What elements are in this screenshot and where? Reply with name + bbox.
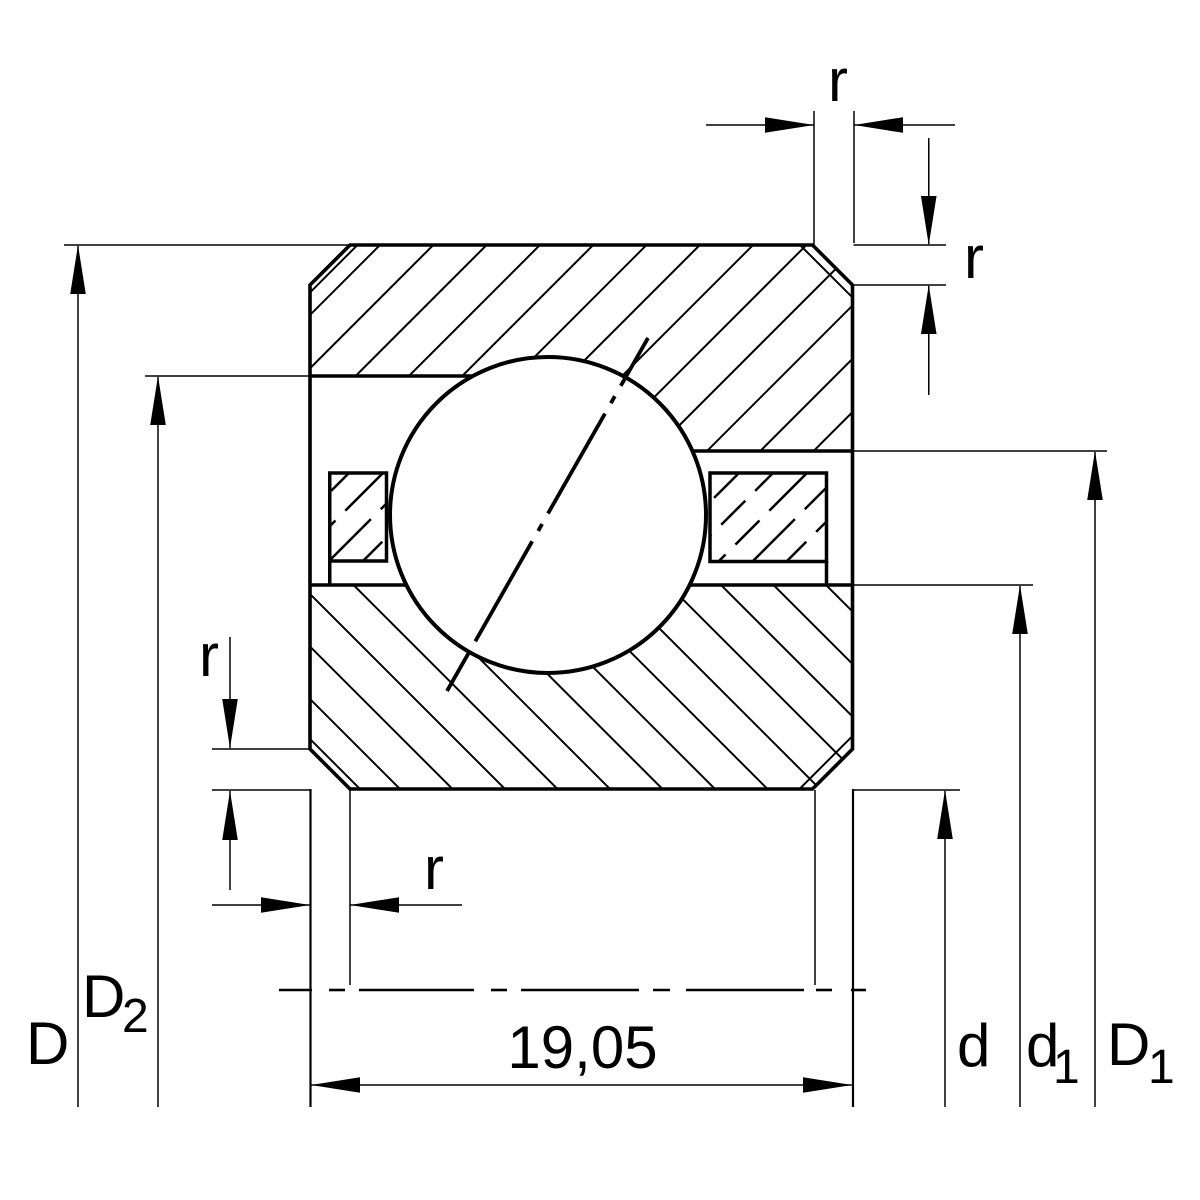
svg-text:d: d bbox=[957, 1012, 990, 1079]
svg-text:D: D bbox=[26, 1010, 69, 1077]
svg-text:2: 2 bbox=[122, 990, 149, 1043]
svg-text:r: r bbox=[828, 47, 848, 114]
svg-text:r: r bbox=[964, 224, 984, 291]
svg-text:r: r bbox=[199, 622, 219, 689]
svg-text:D: D bbox=[1107, 1011, 1150, 1078]
svg-text:r: r bbox=[424, 835, 444, 902]
svg-text:D: D bbox=[82, 963, 125, 1030]
svg-text:19,05: 19,05 bbox=[507, 1014, 657, 1081]
svg-text:1: 1 bbox=[1053, 1041, 1080, 1094]
svg-text:d: d bbox=[1026, 1012, 1059, 1079]
svg-text:1: 1 bbox=[1148, 1041, 1175, 1094]
